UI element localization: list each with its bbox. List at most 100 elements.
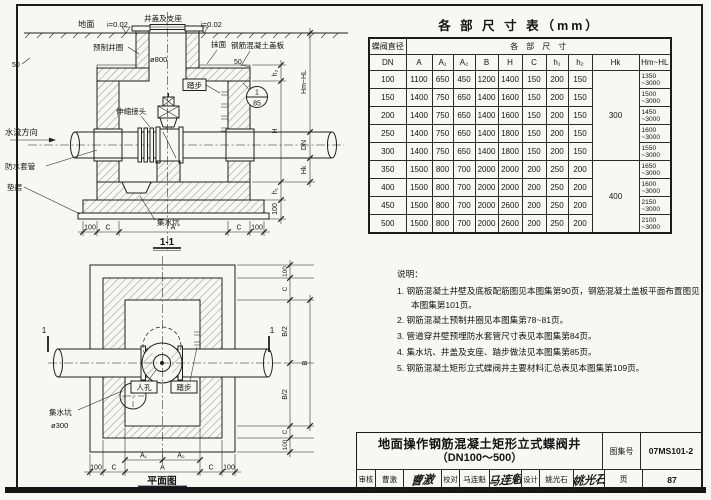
drawing-geometry	[162, 96, 175, 107]
atlas-number-label: 图集号	[602, 433, 640, 469]
wall-hatch	[103, 278, 222, 438]
dim-cell: 200	[521, 196, 547, 215]
checker-signature: 马连魁	[489, 470, 521, 489]
dim-cell: 700	[452, 214, 476, 234]
drawing-geometry	[157, 105, 180, 119]
drawing-geometry	[306, 29, 314, 186]
dim-cell: 750	[431, 124, 454, 143]
dim-cell: 1800	[497, 142, 523, 161]
drawing-geometry	[182, 78, 207, 91]
expansion-joint-label: 伸缩接头	[116, 106, 147, 116]
dim-100: 100	[272, 203, 279, 215]
dim-cell: 200	[545, 88, 569, 107]
dim-cell: 200	[545, 142, 569, 161]
dim-cell: 750	[431, 88, 454, 107]
title-block: 地面操作钢筋混凝土矩形立式蝶阀井 （DN100～500） 图集号 07MS101…	[356, 432, 702, 490]
table-header-row: DN A A₁ A₂ B H C h₁ h₂ Hk Hm~HL	[368, 54, 672, 71]
dim-cell: 200	[545, 106, 569, 125]
dim-dn: DN	[301, 140, 308, 150]
drawing-geometry	[23, 186, 81, 215]
dim-cell: 150	[368, 88, 407, 107]
dim-cell: 1350~3000	[638, 70, 672, 89]
dim-cell: 2000	[474, 196, 499, 215]
drawing-title-line2: （DN100～500）	[436, 451, 523, 464]
section-dims-inner: h₂ H h₁ 100	[252, 60, 315, 224]
dim-cell: 1800	[497, 124, 523, 143]
cut-marker-label: 1	[42, 326, 47, 335]
drawing-geometry	[149, 127, 154, 163]
dim-cell: 1400	[474, 142, 499, 161]
dim-cell: 200	[567, 160, 593, 179]
dim-100: 100	[90, 465, 102, 472]
dim-cell: 700	[452, 196, 476, 215]
drawing-geometry	[77, 390, 123, 411]
drawing-title-line1: 地面操作钢筋混凝土矩形立式蝶阀井	[378, 437, 581, 452]
drawing-geometry	[178, 126, 184, 164]
dim-cell: 700	[452, 160, 476, 179]
dia800-label: ø800	[150, 55, 167, 64]
plan-dims-bottom: A₁ A₂ 100 C A C 100	[84, 428, 241, 476]
reviewer-label: 审核	[358, 474, 374, 484]
drawing-geometry	[240, 50, 251, 67]
dim-h1: h₁	[272, 187, 279, 194]
dim-cell: 1400	[474, 106, 499, 125]
header-cell: H	[497, 54, 523, 71]
butterfly-valve	[155, 126, 184, 164]
dim-cell: 150	[567, 88, 593, 107]
dim-c: C	[282, 429, 289, 434]
dim-cell: 200	[368, 106, 407, 125]
sump-label-section: 集水坑	[157, 217, 180, 227]
header-cell: B	[474, 54, 499, 71]
sleeve-label: 防水套管	[5, 161, 36, 171]
table-header-row: 蝶阀直径 各 部 尺 寸	[368, 37, 672, 55]
dim-cell: 1500	[405, 178, 433, 197]
dim-cell: 200	[521, 214, 547, 234]
drawing-title: 地面操作钢筋混凝土矩形立式蝶阀井 （DN100～500）	[357, 433, 602, 469]
manhole-cover	[131, 24, 204, 32]
manhole-label: 人孔	[136, 383, 152, 392]
well-drawing: 地面 i=0.02 井盖及支座 i=0.02 预制井圈 ø800 50 抹面 钢…	[5, 12, 348, 488]
dim-cell: 250	[545, 178, 569, 197]
dim-cell: 1600~3000	[638, 178, 672, 197]
dim-cell: 1400	[405, 142, 433, 161]
header-cell: A₁	[431, 54, 454, 71]
dim-cell: 450	[368, 196, 407, 215]
dim-cell: 1600	[497, 88, 523, 107]
dim-cell: 350	[368, 160, 407, 179]
dim-cell: 150	[567, 70, 593, 89]
note-item: 4. 集水坑、井盖及支座、踏步做法见本图集第85页。	[397, 346, 597, 357]
drawing-geometry	[121, 456, 204, 464]
dim-cell: 1400	[474, 124, 499, 143]
steps-label-plan: 踏步	[176, 382, 192, 392]
dim-cell: 200	[521, 160, 547, 179]
dim-cell: 400	[368, 178, 407, 197]
dim-100: 100	[223, 465, 235, 472]
drawing-geometry	[139, 195, 156, 221]
dim-cell: 1500	[405, 214, 433, 234]
dim-b2: B/2	[282, 389, 289, 400]
sump-label-plan: 集水坑	[49, 407, 72, 417]
dim-hm-hl: Hm~HL	[301, 70, 308, 94]
dim-a: A	[171, 225, 176, 232]
dim-h: H	[272, 128, 279, 133]
neck-wall-left	[135, 30, 150, 69]
drawing-geometry	[162, 131, 177, 159]
header-cell: Hk	[591, 54, 640, 71]
drawing-geometry	[286, 261, 294, 456]
hk-merged-cell: 400	[591, 160, 640, 234]
detail-number: 1	[255, 90, 259, 97]
dim-cell: 200	[545, 70, 569, 89]
dim-cell: 800	[431, 178, 454, 197]
dim-100: 100	[282, 266, 289, 277]
dim-cell: 2000	[497, 178, 523, 197]
drawing-geometry	[206, 49, 218, 65]
drawing-geometry	[21, 57, 31, 65]
dim-cell: 150	[521, 142, 547, 161]
drawing-geometry	[147, 369, 157, 382]
section-cut-markers: 1 1	[42, 326, 275, 352]
drawing-geometry	[127, 46, 140, 55]
